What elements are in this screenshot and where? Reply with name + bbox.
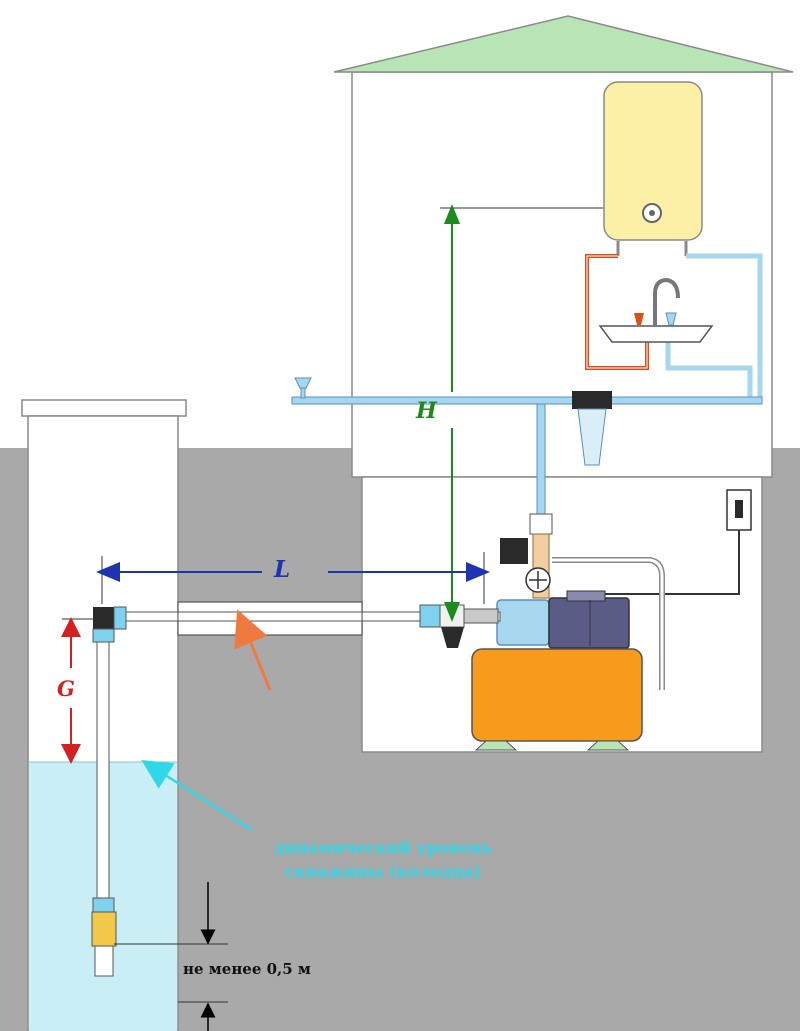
power-cable (604, 530, 740, 595)
foot-valve (91, 911, 117, 947)
roof (333, 15, 794, 73)
surface-pump (496, 590, 630, 649)
length-label: L (274, 556, 291, 583)
sink (598, 277, 714, 343)
riser-pipe (536, 403, 546, 515)
house-supply-pipe (291, 396, 763, 405)
dynamic-level-line2: скважины (колодца) (284, 862, 482, 881)
drop-pipe (96, 641, 110, 899)
pump-motor (548, 597, 630, 649)
level-pointer-arrow (141, 759, 253, 832)
dynamic-level-caption: динамический уровень скважины (колодца) (228, 836, 538, 884)
sleeve-pointer-arrow (234, 609, 272, 691)
dynamic-level-line1: динамический уровень (273, 838, 493, 857)
gap-label: G (57, 676, 75, 701)
min-depth-caption: не менее 0,5 м (183, 960, 311, 978)
pressure-switch (500, 538, 528, 564)
tap-icon (294, 377, 312, 389)
well-elbow (93, 607, 114, 629)
water-filter (572, 391, 612, 466)
pressure-tank (471, 648, 643, 751)
cold-pipe (686, 253, 763, 400)
check-valve (419, 604, 441, 628)
height-label: H (416, 398, 437, 424)
water-heater (603, 81, 703, 256)
